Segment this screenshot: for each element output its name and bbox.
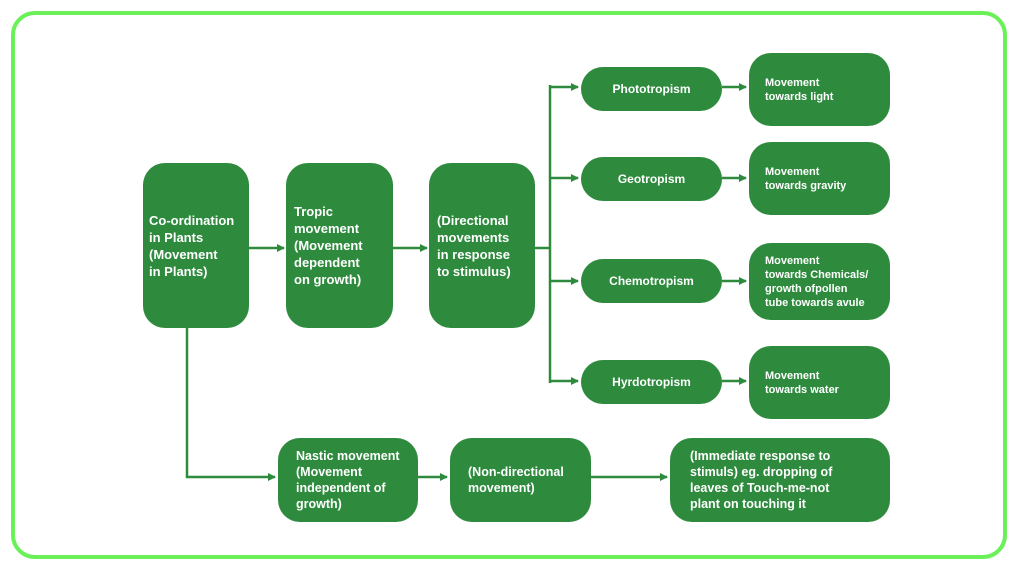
hydrotropism-description: Movement towards water — [749, 346, 890, 419]
geotropism-node: Geotropism — [581, 157, 722, 201]
chemotropism-description: Movement towards Chemicals/ growth ofpol… — [749, 243, 890, 320]
arrow-root-to-nastic — [185, 328, 276, 481]
non-directional-node: (Non-directional movement) — [450, 438, 591, 522]
tropic-movement-node: Tropic movement (Movement dependent on g… — [286, 163, 393, 328]
root-node: Co-ordination in Plants (Movement in Pla… — [143, 163, 249, 328]
geotropism-description: Movement towards gravity — [749, 142, 890, 215]
phototropism-description: Movement towards light — [749, 53, 890, 126]
chemotropism-node: Chemotropism — [581, 259, 722, 303]
touch-me-not-example-node: (Immediate response to stimuls) eg. drop… — [670, 438, 890, 522]
hydrotropism-node: Hyrdotropism — [581, 360, 722, 404]
nastic-movement-node: Nastic movement (Movement independent of… — [278, 438, 418, 522]
directional-movements-node: (Directional movements in response to st… — [429, 163, 535, 328]
phototropism-node: Phototropism — [581, 67, 722, 111]
